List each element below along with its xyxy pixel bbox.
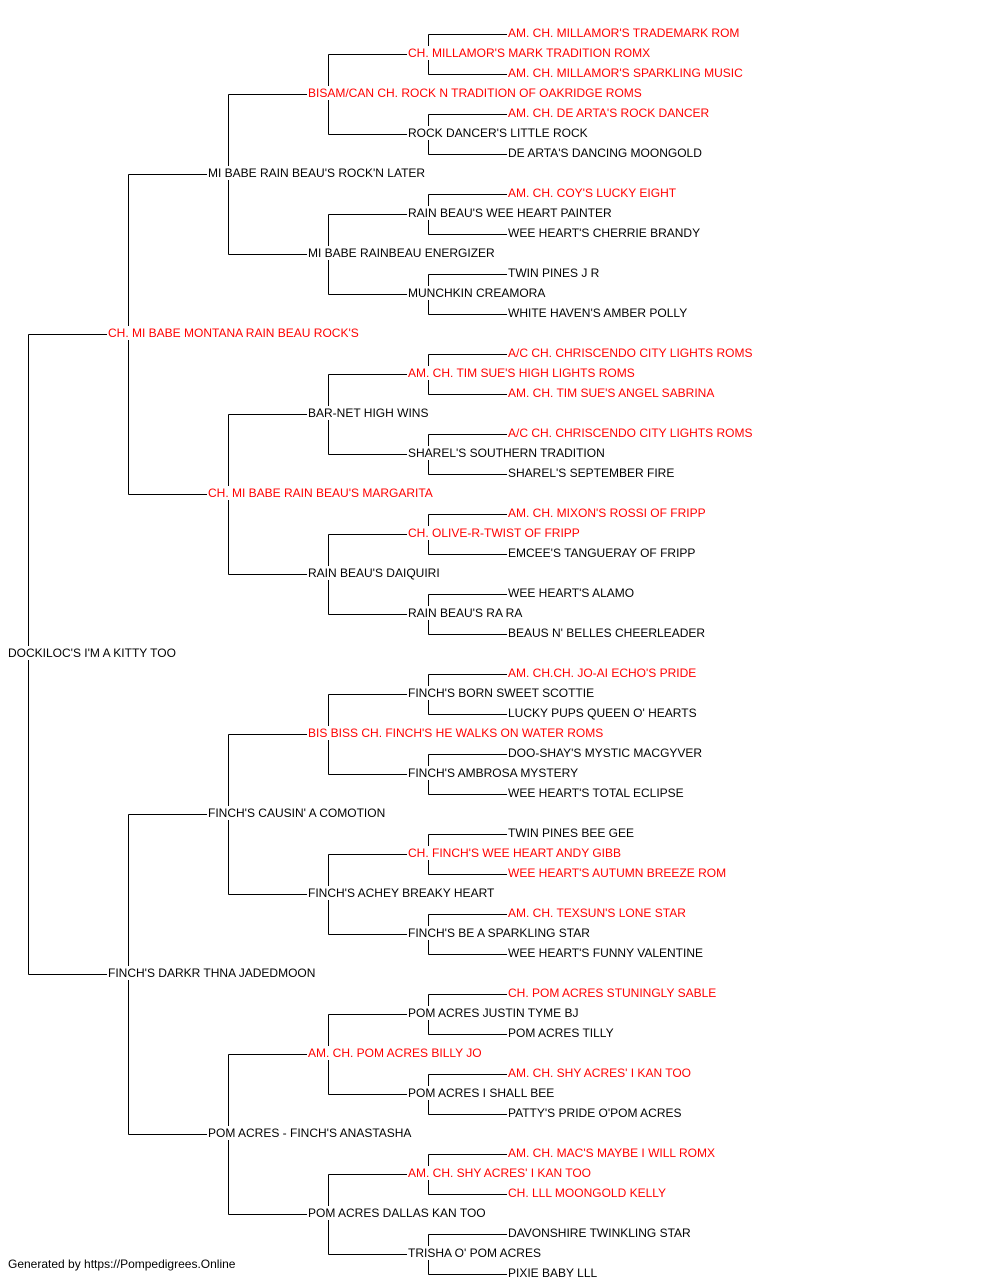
pedigree-dog-name: POM ACRES TILLY bbox=[507, 1026, 615, 1040]
pedigree-dog-name: AM. CH. COY'S LUCKY EIGHT bbox=[507, 186, 678, 200]
pedigree-dog-name: SHAREL'S SOUTHERN TRADITION bbox=[407, 446, 606, 460]
pedigree-dog-name: AM. CH. TIM SUE'S HIGH LIGHTS ROMS bbox=[407, 366, 636, 380]
pedigree-dog-name: ROCK DANCER'S LITTLE ROCK bbox=[407, 126, 589, 140]
pedigree-dog-name: AM. CH. MAC'S MAYBE I WILL ROMX bbox=[507, 1146, 716, 1160]
pedigree-dog-name: RAIN BEAU'S WEE HEART PAINTER bbox=[407, 206, 613, 220]
pedigree-dog-name: WEE HEART'S ALAMO bbox=[507, 586, 636, 600]
pedigree-dog-name: SHAREL'S SEPTEMBER FIRE bbox=[507, 466, 676, 480]
pedigree-dog-name: WEE HEART'S FUNNY VALENTINE bbox=[507, 946, 704, 960]
pedigree-dog-name: BISAM/CAN CH. ROCK N TRADITION OF OAKRID… bbox=[307, 86, 643, 100]
pedigree-dog-name: AM. CH. SHY ACRES' I KAN TOO bbox=[507, 1066, 693, 1080]
pedigree-dog-name: CH. MILLAMOR'S MARK TRADITION ROMX bbox=[407, 46, 652, 60]
pedigree-dog-name: TRISHA O' POM ACRES bbox=[407, 1246, 542, 1260]
pedigree-dog-name: CH. MI BABE RAIN BEAU'S MARGARITA bbox=[207, 486, 434, 500]
pedigree-dog-name: AM. CH. TEXSUN'S LONE STAR bbox=[507, 906, 687, 920]
generated-by-footer: Generated by https://Pompedigrees.Online bbox=[8, 1257, 236, 1271]
pedigree-dog-name: FINCH'S DARKR THNA JADEDMOON bbox=[107, 966, 317, 980]
pedigree-dog-name: MI BABE RAIN BEAU'S ROCK'N LATER bbox=[207, 166, 427, 180]
pedigree-dog-name: A/C CH. CHRISCENDO CITY LIGHTS ROMS bbox=[507, 426, 754, 440]
pedigree-dog-name: FINCH'S AMBROSA MYSTERY bbox=[407, 766, 580, 780]
pedigree-dog-name: AM. CH. DE ARTA'S ROCK DANCER bbox=[507, 106, 711, 120]
pedigree-dog-name: CH. LLL MOONGOLD KELLY bbox=[507, 1186, 668, 1200]
pedigree-dog-name: LUCKY PUPS QUEEN O' HEARTS bbox=[507, 706, 698, 720]
pedigree-dog-name: A/C CH. CHRISCENDO CITY LIGHTS ROMS bbox=[507, 346, 754, 360]
pedigree-dog-name: CH. POM ACRES STUNINGLY SABLE bbox=[507, 986, 718, 1000]
pedigree-dog-name: FINCH'S BE A SPARKLING STAR bbox=[407, 926, 591, 940]
pedigree-dog-name: POM ACRES - FINCH'S ANASTASHA bbox=[207, 1126, 413, 1140]
pedigree-dog-name: BIS BISS CH. FINCH'S HE WALKS ON WATER R… bbox=[307, 726, 605, 740]
pedigree-dog-name: AM. CH. MILLAMOR'S TRADEMARK ROM bbox=[507, 26, 741, 40]
pedigree-dog-name: FINCH'S CAUSIN' A COMOTION bbox=[207, 806, 387, 820]
pedigree-dog-name: TWIN PINES BEE GEE bbox=[507, 826, 636, 840]
pedigree-dog-name: WEE HEART'S TOTAL ECLIPSE bbox=[507, 786, 685, 800]
pedigree-dog-name: AM. CH. TIM SUE'S ANGEL SABRINA bbox=[507, 386, 716, 400]
pedigree-dog-name: POM ACRES DALLAS KAN TOO bbox=[307, 1206, 487, 1220]
pedigree-dog-name: WEE HEART'S AUTUMN BREEZE ROM bbox=[507, 866, 728, 880]
pedigree-dog-name: POM ACRES I SHALL BEE bbox=[407, 1086, 556, 1100]
pedigree-dog-name: DOCKILOC'S I'M A KITTY TOO bbox=[7, 646, 177, 660]
pedigree-dog-name: CH. FINCH'S WEE HEART ANDY GIBB bbox=[407, 846, 622, 860]
pedigree-dog-name: FINCH'S ACHEY BREAKY HEART bbox=[307, 886, 496, 900]
pedigree-dog-name: RAIN BEAU'S RA RA bbox=[407, 606, 524, 620]
pedigree-dog-name: AM. CH. MIXON'S ROSSI OF FRIPP bbox=[507, 506, 707, 520]
pedigree-dog-name: MI BABE RAINBEAU ENERGIZER bbox=[307, 246, 496, 260]
pedigree-dog-name: AM. CH. POM ACRES BILLY JO bbox=[307, 1046, 483, 1060]
pedigree-dog-name: TWIN PINES J R bbox=[507, 266, 601, 280]
pedigree-dog-name: FINCH'S BORN SWEET SCOTTIE bbox=[407, 686, 596, 700]
pedigree-dog-name: EMCEE'S TANGUERAY OF FRIPP bbox=[507, 546, 697, 560]
pedigree-dog-name: AM. CH. MILLAMOR'S SPARKLING MUSIC bbox=[507, 66, 744, 80]
pedigree-dog-name: CH. OLIVE-R-TWIST OF FRIPP bbox=[407, 526, 581, 540]
pedigree-dog-name: WEE HEART'S CHERRIE BRANDY bbox=[507, 226, 702, 240]
pedigree-dog-name: AM. CH.CH. JO-AI ECHO'S PRIDE bbox=[507, 666, 698, 680]
pedigree-dog-name: POM ACRES JUSTIN TYME BJ bbox=[407, 1006, 580, 1020]
pedigree-dog-name: DAVONSHIRE TWINKLING STAR bbox=[507, 1226, 692, 1240]
pedigree-dog-name: CH. MI BABE MONTANA RAIN BEAU ROCK'S bbox=[107, 326, 360, 340]
pedigree-dog-name: BEAUS N' BELLES CHEERLEADER bbox=[507, 626, 707, 640]
pedigree-dog-name: BAR-NET HIGH WINS bbox=[307, 406, 430, 420]
pedigree-dog-name: WHITE HAVEN'S AMBER POLLY bbox=[507, 306, 689, 320]
pedigree-dog-name: DE ARTA'S DANCING MOONGOLD bbox=[507, 146, 703, 160]
pedigree-dog-name: MUNCHKIN CREAMORA bbox=[407, 286, 547, 300]
pedigree-dog-name: AM. CH. SHY ACRES' I KAN TOO bbox=[407, 1166, 593, 1180]
pedigree-dog-name: PATTY'S PRIDE O'POM ACRES bbox=[507, 1106, 683, 1120]
pedigree-dog-name: RAIN BEAU'S DAIQUIRI bbox=[307, 566, 441, 580]
pedigree-dog-name: PIXIE BABY LLL bbox=[507, 1266, 599, 1280]
pedigree-dog-name: DOO-SHAY'S MYSTIC MACGYVER bbox=[507, 746, 704, 760]
